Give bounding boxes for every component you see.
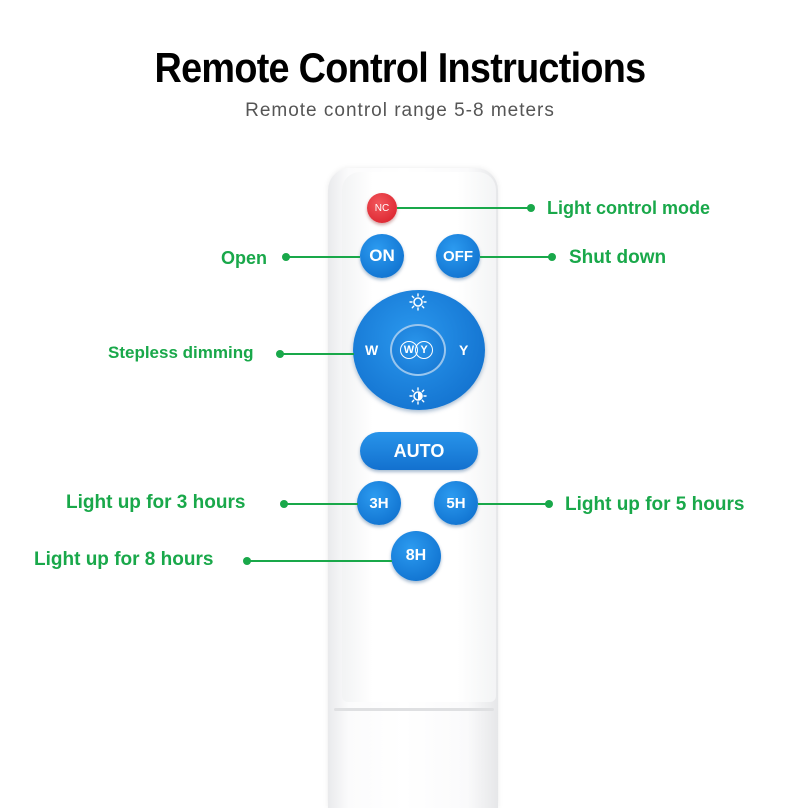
8h-button[interactable]: 8H xyxy=(391,531,441,581)
callout-dot-open xyxy=(282,253,290,261)
callout-stepless-dimming: Stepless dimming xyxy=(108,343,254,362)
5h-button[interactable]: 5H xyxy=(434,481,478,525)
callout-line-light-control xyxy=(397,207,531,209)
callout-shut-down: Shut down xyxy=(569,247,667,268)
sun-bright-icon[interactable] xyxy=(409,293,427,311)
callout-light-3h: Light up for 3 hours xyxy=(66,492,246,513)
page-title: Remote Control Instructions xyxy=(154,44,647,91)
dpad-left-w[interactable]: W xyxy=(365,342,379,358)
callout-dot-3h xyxy=(280,500,288,508)
remote-control-seam xyxy=(334,708,494,711)
callout-light-8h: Light up for 8 hours xyxy=(34,549,214,570)
dpad-center-label: W Y xyxy=(398,338,438,362)
callout-line-stepless xyxy=(282,353,354,355)
callout-dot-5h xyxy=(545,500,553,508)
off-button[interactable]: OFF xyxy=(436,234,480,278)
nc-button[interactable]: NC xyxy=(367,193,397,223)
3h-button[interactable]: 3H xyxy=(357,481,401,525)
callout-open: Open xyxy=(221,248,268,268)
callout-dot-shut-down xyxy=(548,253,556,261)
on-button[interactable]: ON xyxy=(360,234,404,278)
callout-line-8h xyxy=(249,560,392,562)
sun-dim-icon[interactable] xyxy=(409,387,427,405)
callout-light-control-mode: Light control mode xyxy=(547,198,710,218)
callout-light-5h: Light up for 5 hours xyxy=(565,494,745,515)
callout-line-5h xyxy=(478,503,550,505)
page-subtitle: Remote control range 5-8 meters xyxy=(245,100,555,121)
dpad-right-y[interactable]: Y xyxy=(459,342,469,358)
callout-dot-8h xyxy=(243,557,251,565)
auto-button[interactable]: AUTO xyxy=(360,432,478,470)
callout-line-open xyxy=(288,256,360,258)
callout-dot-light-control xyxy=(527,204,535,212)
dpad-center-y: Y xyxy=(415,341,433,359)
callout-dot-stepless xyxy=(276,350,284,358)
callout-line-3h xyxy=(286,503,358,505)
callout-line-shut-down xyxy=(480,256,554,258)
